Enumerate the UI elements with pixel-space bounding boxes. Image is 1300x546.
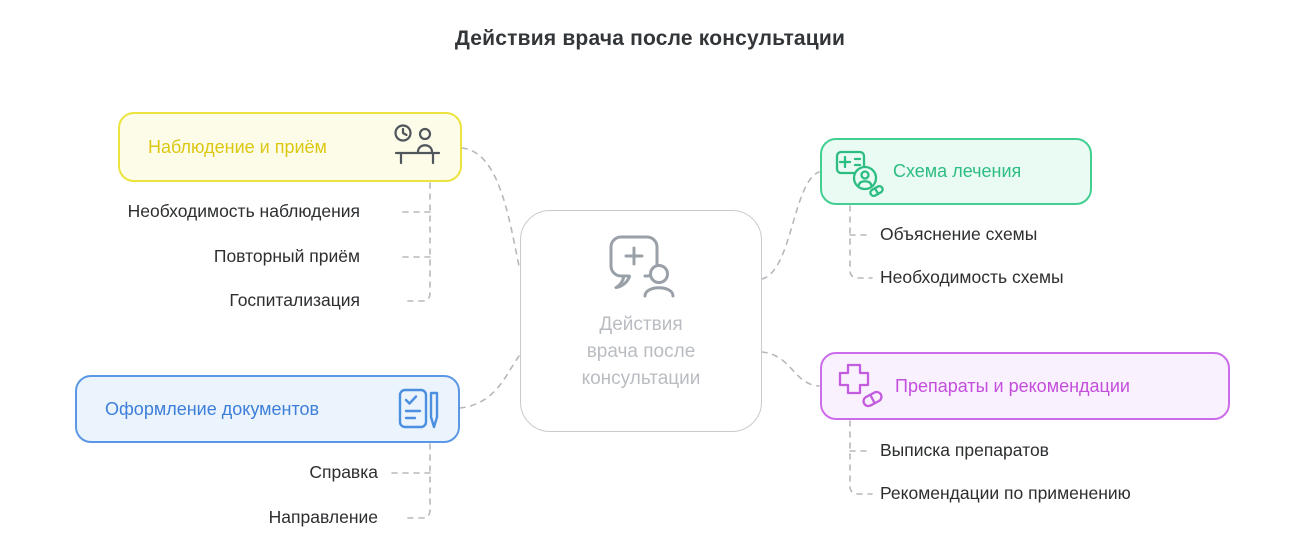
documents-item-1: Направление — [268, 507, 378, 527]
branch-documents-label: Оформление документов — [105, 398, 320, 419]
documents-item-0: Справка — [309, 462, 378, 482]
connector-observation-to-center — [461, 147, 520, 267]
connector-treatment-items — [849, 205, 873, 279]
medications-item-0: Выписка препаратов — [880, 440, 1049, 460]
branch-treatment: Схема лечения — [820, 138, 1092, 205]
connector-center-to-treatment — [761, 171, 820, 280]
branch-medications-label: Препараты и рекомендации — [895, 375, 1130, 396]
center-node-line: врача после — [586, 341, 696, 362]
branch-observation-label: Наблюдение и приём — [148, 136, 327, 157]
observation-item-2: Госпитализация — [229, 290, 360, 310]
branch-medications: Препараты и рекомендации — [820, 352, 1230, 420]
medications-item-1: Рекомендации по применению — [880, 483, 1131, 503]
branch-documents: Оформление документов — [75, 375, 460, 443]
branch-observation: Наблюдение и приём — [118, 112, 462, 182]
center-node-label: Действия врача после консультации — [582, 311, 701, 392]
center-node: Действия врача после консультации — [520, 210, 762, 432]
medical-cross-pill-icon — [838, 363, 883, 408]
treatment-scheme-icon — [835, 150, 884, 197]
doctor-appointment-clock-icon — [394, 124, 441, 165]
center-node-line: консультации — [581, 368, 701, 389]
connector-documents-items — [389, 443, 431, 519]
connector-medications-items — [849, 420, 873, 495]
observation-item-1: Повторный приём — [213, 246, 360, 266]
document-pen-icon — [398, 388, 439, 429]
branch-treatment-label: Схема лечения — [893, 161, 1022, 181]
treatment-item-1: Необходимость схемы — [880, 267, 1064, 287]
center-node-line: Действия — [599, 314, 683, 335]
connector-observation-items — [397, 182, 431, 302]
chat-medical-person-icon — [609, 235, 675, 298]
observation-item-0: Необходимость наблюдения — [127, 201, 360, 221]
connector-center-to-medications — [761, 351, 820, 387]
diagram-title: Действия врача после консультации — [454, 27, 846, 50]
treatment-item-0: Объяснение схемы — [880, 224, 1038, 244]
connector-documents-to-center — [459, 355, 520, 409]
